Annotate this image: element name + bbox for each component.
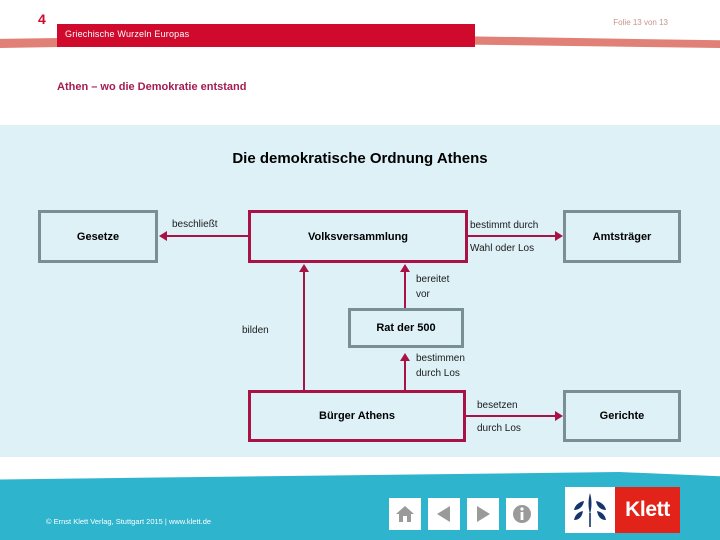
slide-counter: Folie 13 von 13 bbox=[613, 18, 668, 27]
edge-rat-to-volks-arrowhead bbox=[400, 264, 410, 272]
klett-wordmark: Klett bbox=[615, 487, 680, 533]
home-icon bbox=[394, 503, 416, 525]
democracy-diagram: beschließt bestimmt durch Wahl oder Los … bbox=[0, 125, 720, 457]
copyright-text: © Ernst Klett Verlag, Stuttgart 2015 | w… bbox=[46, 517, 212, 526]
forward-icon bbox=[472, 503, 494, 525]
node-rat-der-500[interactable]: Rat der 500 bbox=[348, 308, 464, 348]
content-panel: Die demokratische Ordnung Athens beschli… bbox=[0, 125, 720, 457]
edge-label-vor: vor bbox=[416, 289, 430, 300]
edge-buerger-to-volks-line bbox=[303, 272, 305, 390]
edge-buerger-to-rat-arrowhead bbox=[400, 353, 410, 361]
slide-subtitle: Athen – wo die Demokratie entstand bbox=[57, 81, 247, 93]
header-band-label: Griechische Wurzeln Europas bbox=[65, 29, 190, 39]
edge-volks-to-gesetze-line bbox=[167, 235, 249, 237]
node-gesetze-label: Gesetze bbox=[76, 230, 120, 243]
edge-label-bilden: bilden bbox=[242, 325, 269, 336]
edge-label-bereitet: bereitet bbox=[416, 274, 450, 285]
edge-volks-to-gesetze-arrowhead bbox=[159, 231, 167, 241]
edge-label-beschliesst: beschließt bbox=[172, 219, 218, 230]
edge-label-wahl-oder-los: Wahl oder Los bbox=[470, 243, 535, 254]
node-rat-der-500-label: Rat der 500 bbox=[376, 322, 436, 334]
forward-button[interactable] bbox=[467, 498, 499, 530]
info-icon bbox=[511, 503, 533, 525]
page-title: Die demokratische Ordnung Athens bbox=[232, 150, 488, 167]
edge-label-bestimmen: bestimmen bbox=[416, 353, 465, 364]
edge-volks-to-amts-line bbox=[468, 235, 555, 237]
node-volksversammlung-label: Volksversammlung bbox=[307, 230, 409, 243]
header-title-band: Griechische Wurzeln Europas bbox=[57, 24, 475, 47]
klett-logo: Klett bbox=[565, 487, 680, 533]
edge-label-bestimmen-durch-los: durch Los bbox=[416, 368, 460, 379]
node-buerger-athens-label: Bürger Athens bbox=[319, 410, 395, 422]
edge-label-besetzen: besetzen bbox=[477, 400, 518, 411]
edge-rat-to-volks-line bbox=[404, 272, 406, 308]
node-volksversammlung[interactable]: Volksversammlung bbox=[248, 210, 468, 263]
slide-footer: © Ernst Klett Verlag, Stuttgart 2015 | w… bbox=[0, 480, 720, 540]
edge-buerger-to-gerichte-line bbox=[466, 415, 555, 417]
navigation-bar bbox=[389, 498, 538, 530]
node-buerger-athens[interactable]: Bürger Athens bbox=[248, 390, 466, 442]
node-amtstraeger-label: Amtsträger bbox=[592, 230, 652, 243]
back-button[interactable] bbox=[428, 498, 460, 530]
node-gerichte[interactable]: Gerichte bbox=[563, 390, 681, 442]
edge-buerger-to-volks-arrowhead bbox=[299, 264, 309, 272]
edge-label-besetzen-durch-los: durch Los bbox=[477, 423, 521, 434]
klett-mark-icon bbox=[565, 487, 615, 533]
edge-buerger-to-gerichte-arrowhead bbox=[555, 411, 563, 421]
info-button[interactable] bbox=[506, 498, 538, 530]
edge-buerger-to-rat-line bbox=[404, 361, 406, 390]
edge-volks-to-amts-arrowhead bbox=[555, 231, 563, 241]
home-button[interactable] bbox=[389, 498, 421, 530]
node-gerichte-label: Gerichte bbox=[599, 410, 645, 422]
slide-header: 4 Griechische Wurzeln Europas Folie 13 v… bbox=[0, 0, 720, 60]
node-gesetze[interactable]: Gesetze bbox=[38, 210, 158, 263]
node-amtstraeger[interactable]: Amtsträger bbox=[563, 210, 681, 263]
chapter-number: 4 bbox=[38, 11, 46, 27]
back-icon bbox=[433, 503, 455, 525]
edge-label-bestimmt-durch: bestimmt durch bbox=[470, 220, 539, 231]
